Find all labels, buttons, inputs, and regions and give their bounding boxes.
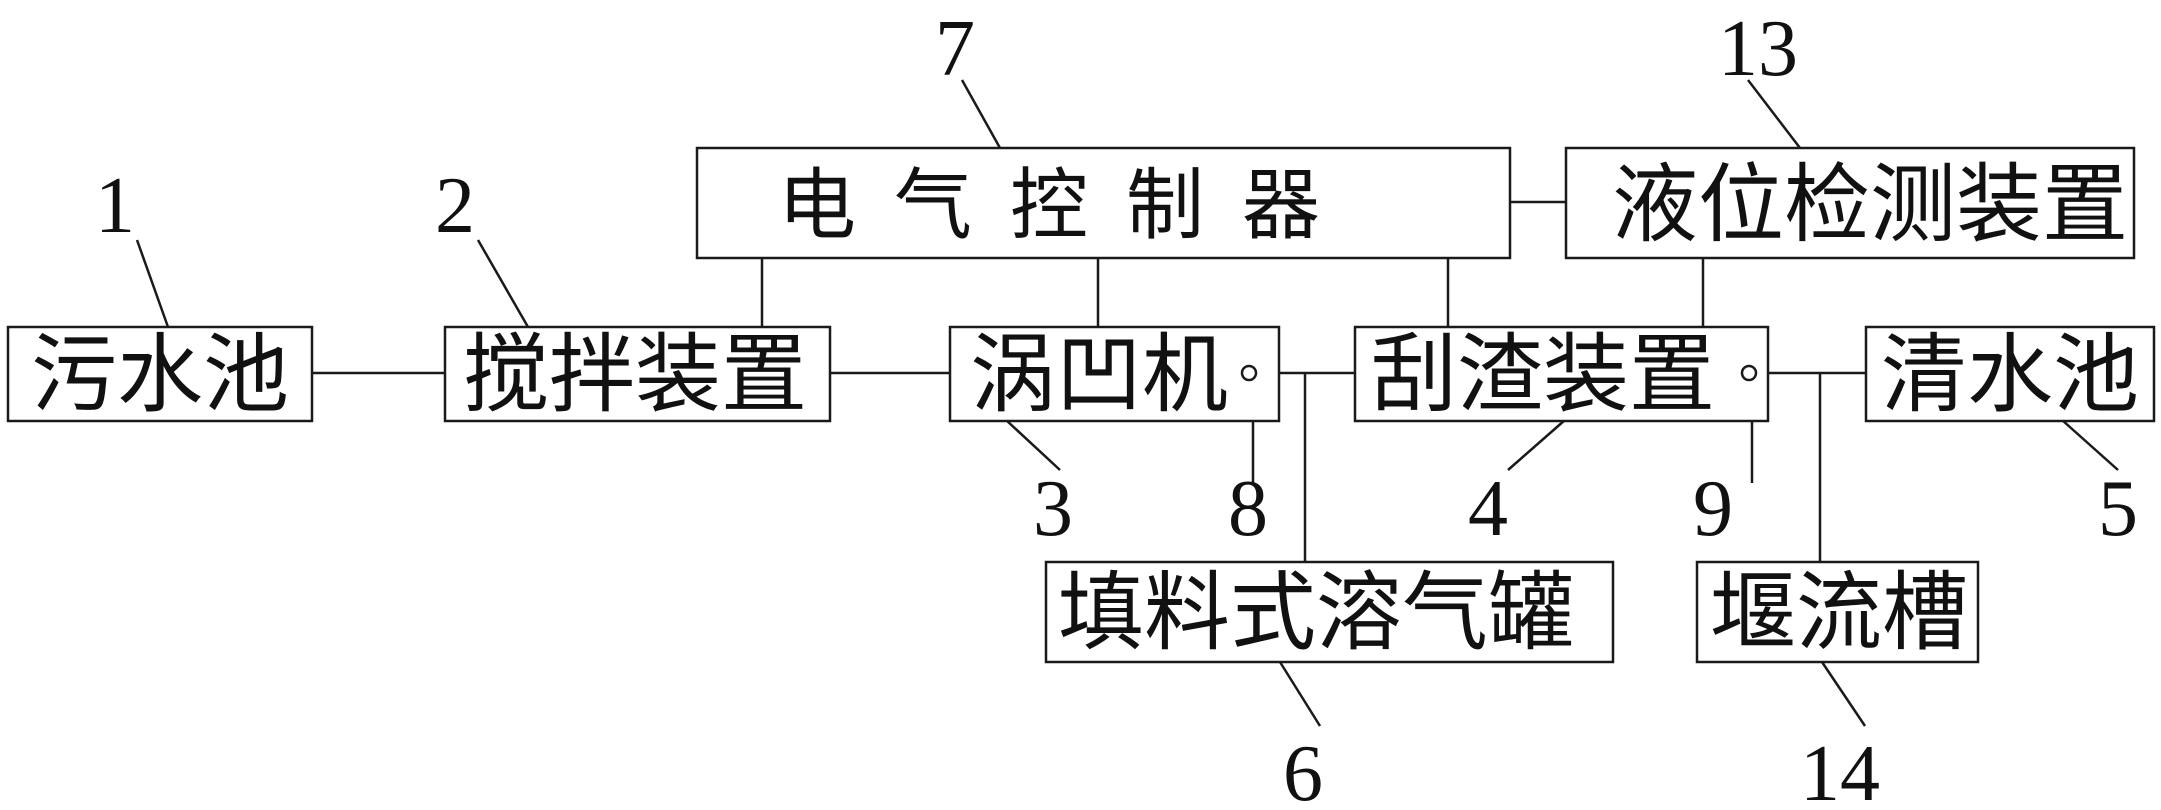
point-8-marker <box>1240 364 1258 382</box>
sewage-pool-label: 污水池 <box>31 325 289 425</box>
weir-trough-label: 堰流槽 <box>1710 563 1968 663</box>
dissolved-air-tank-label: 填料式溶气罐 <box>1058 563 1574 663</box>
clear-water-pool-label: 清水池 <box>1881 325 2139 425</box>
numeral-1: 1 <box>95 162 135 250</box>
numeral-14: 14 <box>1800 730 1880 810</box>
leader-lines <box>135 79 2119 727</box>
leader-5 <box>2061 419 2119 471</box>
numeral-6: 6 <box>1283 730 1323 810</box>
dissolved-air-tank-block: 填料式溶气罐 <box>1044 560 1615 664</box>
numeral-4: 4 <box>1468 465 1508 553</box>
level-detector-box <box>1564 146 2136 260</box>
leader-3 <box>1005 419 1061 471</box>
mixing-device-block: 搅拌装置 <box>443 325 832 425</box>
reference-numerals: 1 2 3 4 5 6 7 8 9 13 14 <box>95 5 2138 810</box>
sewage-pool-box <box>6 325 314 423</box>
leader-7 <box>960 79 1002 149</box>
numeral-9: 9 <box>1693 465 1733 553</box>
numeral-13: 13 <box>1718 5 1798 93</box>
vortex-machine-label: 涡凹机 <box>970 325 1228 425</box>
electric-controller-box <box>695 146 1512 260</box>
slag-scraper-block: 刮渣装置 <box>1353 325 1770 425</box>
level-detector-block: 液位检测装置 <box>1564 146 2136 260</box>
mixing-device-label: 搅拌装置 <box>463 325 807 425</box>
leader-14 <box>1820 661 1867 727</box>
leader-1 <box>135 239 170 328</box>
leader-4 <box>1507 419 1566 471</box>
numeral-2: 2 <box>435 162 475 250</box>
clear-water-pool-box <box>1864 325 2156 423</box>
weir-trough-block: 堰流槽 <box>1695 560 1980 664</box>
vortex-machine-box <box>948 325 1281 423</box>
slag-scraper-box <box>1353 325 1770 423</box>
weir-trough-box <box>1695 560 1980 664</box>
numeral-7: 7 <box>935 5 975 93</box>
numeral-3: 3 <box>1033 465 1073 553</box>
clear-water-pool-block: 清水池 <box>1864 325 2156 425</box>
numeral-8: 8 <box>1228 465 1268 553</box>
leader-6 <box>1278 661 1322 727</box>
electric-controller-label: 电气控制器 <box>778 161 1358 251</box>
vortex-machine-block: 涡凹机 <box>948 325 1281 425</box>
slag-scraper-label: 刮渣装置 <box>1371 325 1715 425</box>
dissolved-air-tank-box <box>1044 560 1615 664</box>
numeral-5: 5 <box>2098 465 2138 553</box>
electric-controller-block: 电气控制器 <box>695 146 1512 260</box>
leader-13 <box>1747 79 1801 149</box>
leader-2 <box>476 239 530 328</box>
mixing-device-box <box>443 325 832 423</box>
sewage-pool-block: 污水池 <box>6 325 314 425</box>
point-9-marker <box>1740 364 1758 382</box>
level-detector-label: 液位检测装置 <box>1612 155 2128 255</box>
